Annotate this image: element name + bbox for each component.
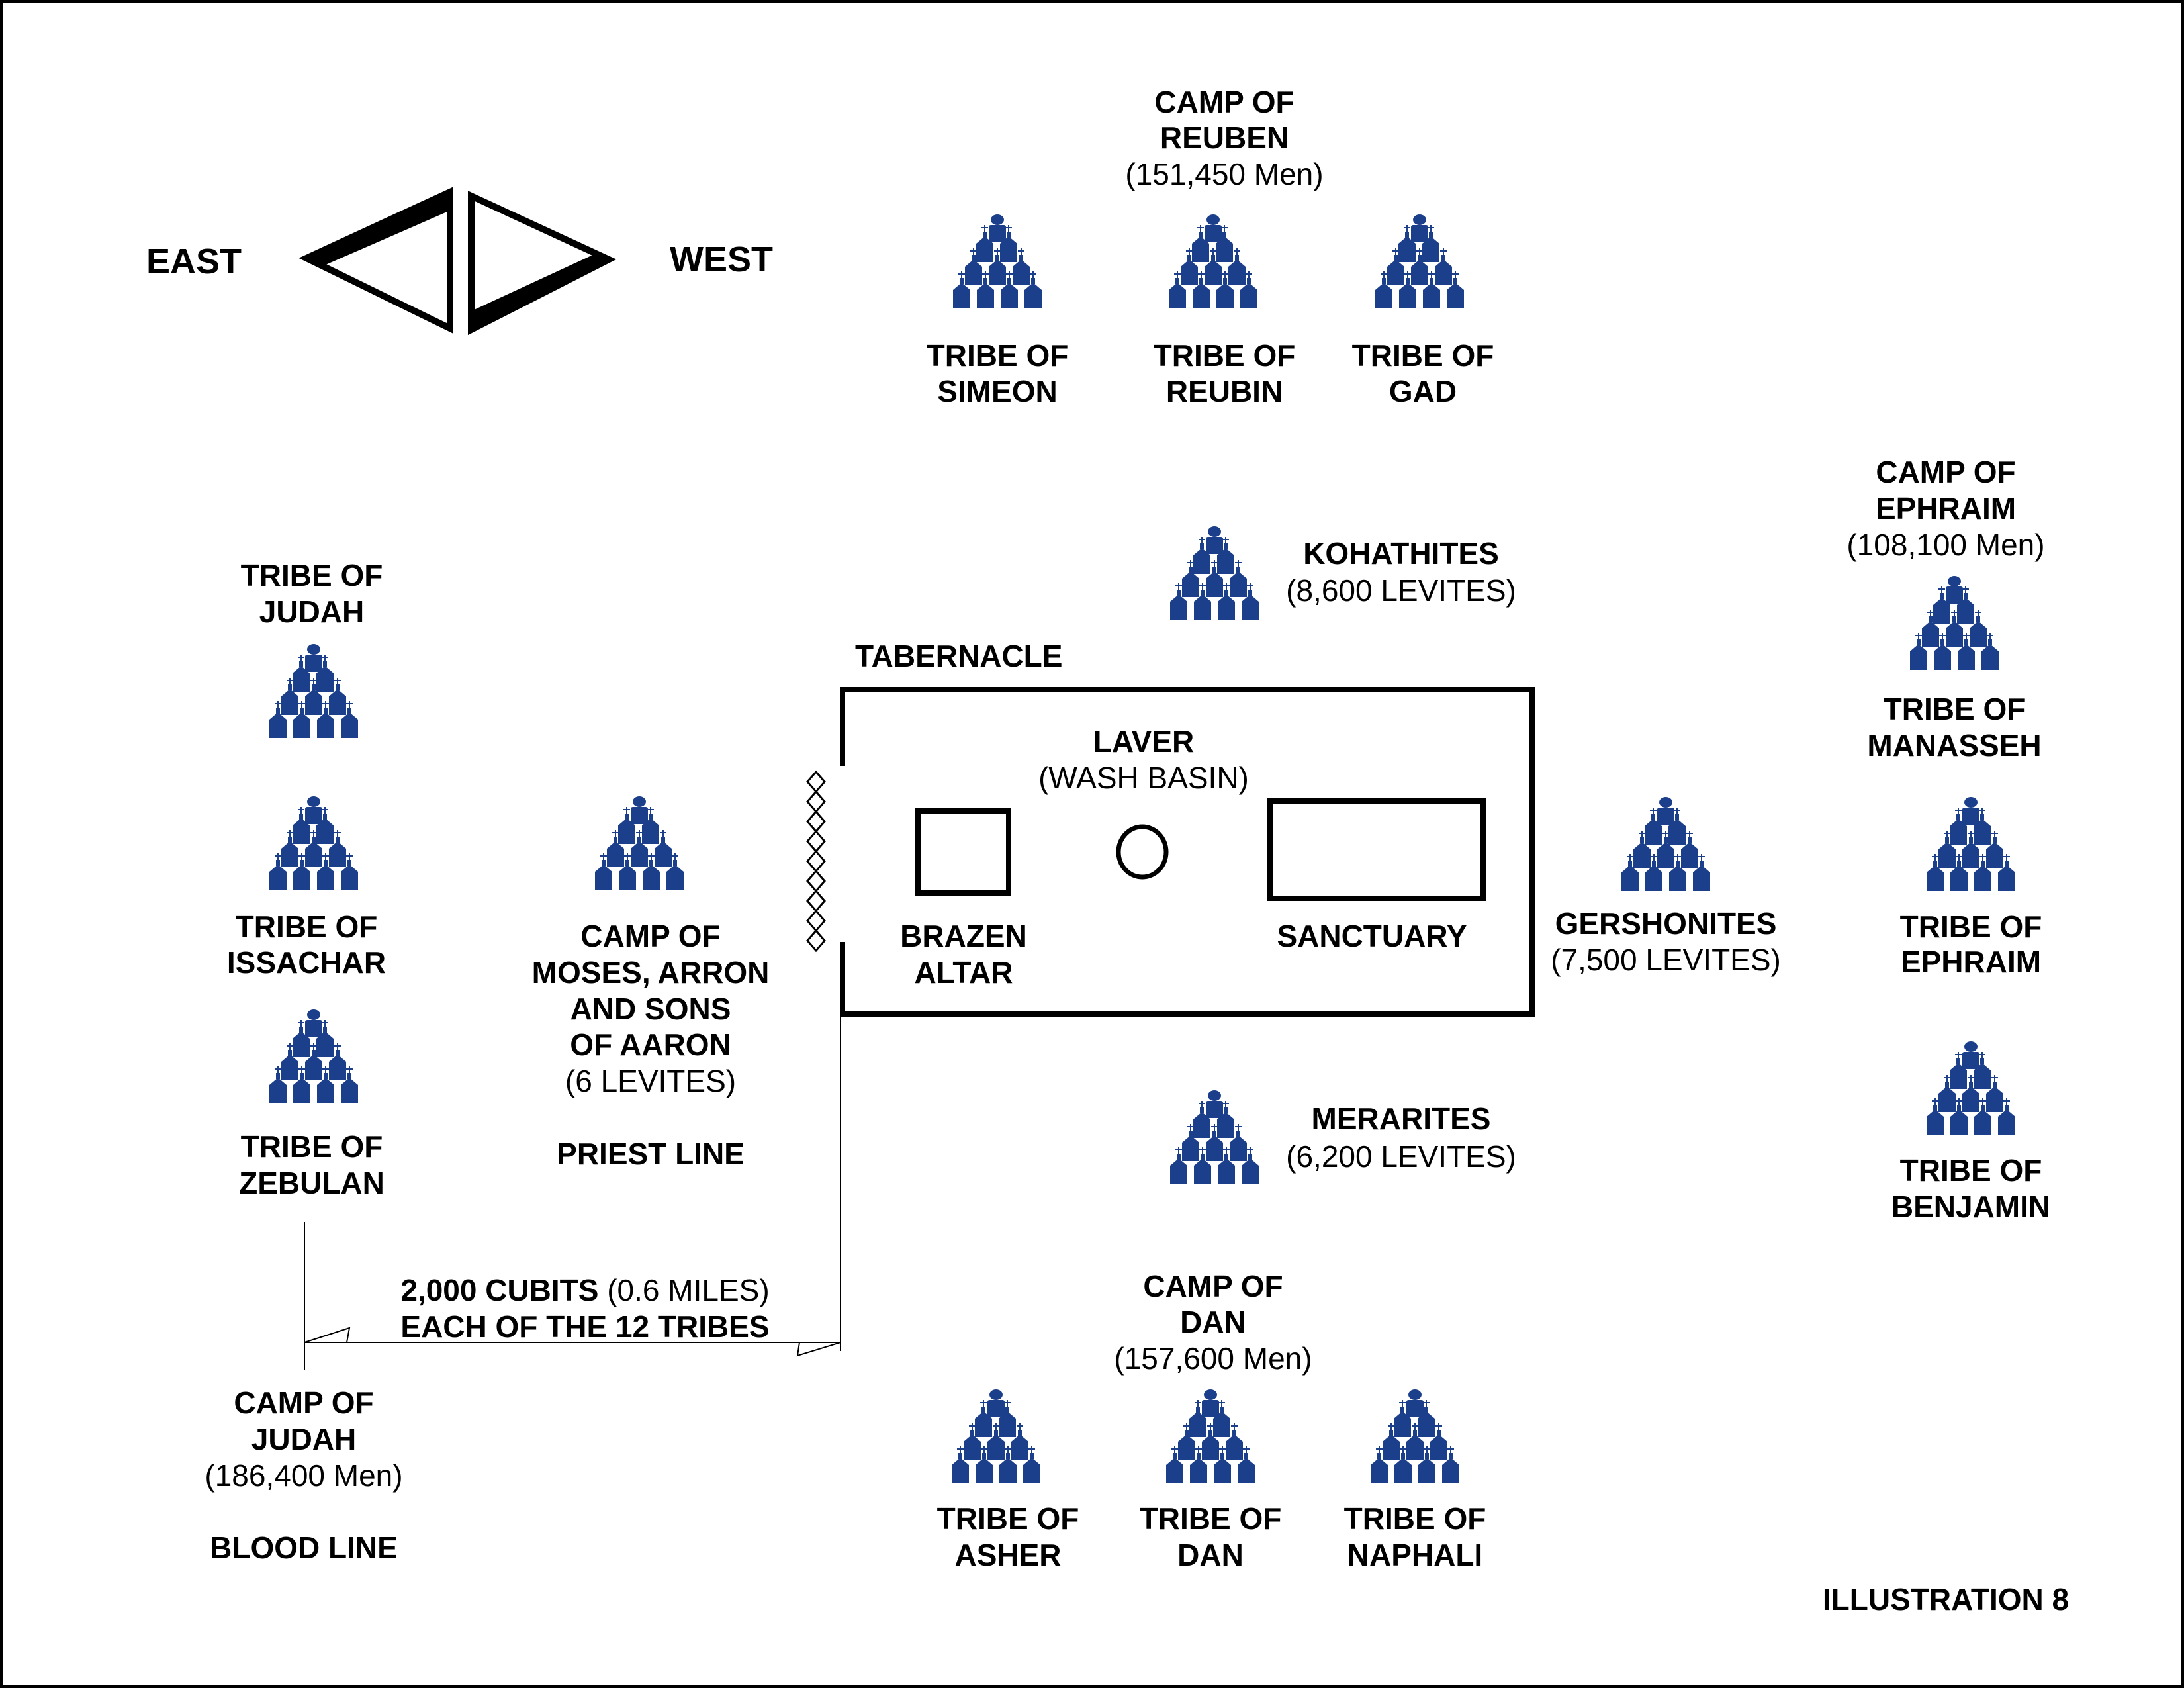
tribe-label: TRIBE OF <box>1884 694 2026 724</box>
camp-title: CAMP OF <box>1143 1271 1283 1301</box>
tribe-name: ZEBULAN <box>239 1168 385 1198</box>
tribe-name: REUBIN <box>1166 376 1283 406</box>
levite-count: (8,600 LEVITES) <box>1286 575 1516 606</box>
measurement-subtext: EACH OF THE 12 TRIBES <box>400 1311 769 1342</box>
camp-count: (151,450 Men) <box>1125 159 1323 189</box>
gate-diamond <box>807 931 825 951</box>
levite-encampment-icon <box>1165 1090 1264 1186</box>
measurement-miles: (0.6 MILES) <box>598 1273 769 1307</box>
camp-count: (186,400 Men) <box>205 1460 402 1491</box>
tribe-name: BENJAMIN <box>1891 1192 2050 1222</box>
measurement-text: 2,000 CUBITS (0.6 MILES) <box>400 1275 769 1305</box>
altar-label: BRAZEN <box>900 921 1027 951</box>
gate-diamond <box>807 772 825 792</box>
east-arrow-thick <box>306 192 450 265</box>
camp-count: (108,100 Men) <box>1846 530 2044 560</box>
tribe-name: MANASSEH <box>1867 730 2041 761</box>
camp-title: CAMP OF <box>1876 457 2015 487</box>
tribe-encampment-icon <box>264 796 363 892</box>
gate-diamond <box>807 831 825 851</box>
tribe-encampment-icon <box>1921 797 2021 892</box>
tribe-encampment-icon <box>1370 214 1469 310</box>
tribe-encampment-icon <box>1161 1389 1260 1485</box>
tribe-label: TRIBE OF <box>241 1131 383 1162</box>
tribe-encampment-icon <box>946 1389 1046 1485</box>
lineage-label: BLOOD LINE <box>210 1532 398 1563</box>
tribe-name: GAD <box>1389 376 1457 406</box>
tribe-label: TRIBE OF <box>1900 1155 2042 1186</box>
west-arrow-thick <box>471 254 609 330</box>
levite-name: MERARITES <box>1312 1103 1491 1134</box>
brazen-altar-shape <box>918 811 1009 893</box>
tribe-label: TRIBE OF <box>1900 912 2042 942</box>
tribe-encampment-icon <box>264 644 363 739</box>
laver-desc: (WASH BASIN) <box>1038 763 1249 793</box>
measure-arrow-right <box>797 1342 841 1356</box>
tribe-encampment-icon <box>264 1009 363 1105</box>
camp-title: CAMP OF <box>580 921 720 951</box>
gate-diamond <box>807 891 825 911</box>
camp-title: CAMP OF <box>1154 87 1294 117</box>
illustration-label: ILLUSTRATION 8 <box>1823 1584 2069 1615</box>
tribe-name: DAN <box>1177 1540 1244 1570</box>
camp-title: OF AARON <box>570 1029 731 1060</box>
gate-diamond <box>807 792 825 812</box>
camp-title: JUDAH <box>251 1424 356 1454</box>
east-label: EAST <box>146 244 242 279</box>
tribe-name: ISSACHAR <box>227 947 386 978</box>
camp-count: (157,600 Men) <box>1114 1343 1312 1374</box>
lineage-label: PRIEST LINE <box>557 1139 745 1169</box>
tribe-encampment-icon <box>1365 1389 1465 1485</box>
sanctuary-shape <box>1270 801 1483 898</box>
tribe-label: TRIBE OF <box>1154 340 1296 371</box>
priest-encampment-icon <box>590 796 689 892</box>
tribe-name: ASHER <box>954 1540 1061 1570</box>
levite-encampment-icon <box>1165 526 1264 622</box>
camp-title: DAN <box>1180 1307 1246 1337</box>
tribe-name: EPHRAIM <box>1901 947 2041 977</box>
altar-label: ALTAR <box>914 957 1013 988</box>
gate-diamond <box>807 812 825 831</box>
camp-title: MOSES, ARRON <box>532 957 770 988</box>
gate-icon <box>807 772 825 951</box>
laver-label: LAVER <box>1093 726 1195 757</box>
tribe-label: TRIBE OF <box>236 912 378 942</box>
tabernacle-label: TABERNACLE <box>855 641 1062 671</box>
camp-count: (6 LEVITES) <box>565 1066 736 1096</box>
tribe-encampment-icon <box>1163 214 1263 310</box>
sanctuary-label: SANCTUARY <box>1277 921 1467 951</box>
camp-title: AND SONS <box>570 994 731 1024</box>
laver-shape <box>1118 827 1166 877</box>
compass-icon <box>306 192 609 330</box>
west-label: WEST <box>670 242 773 277</box>
tribe-label: TRIBE OF <box>937 1503 1079 1534</box>
camp-title: CAMP OF <box>234 1387 373 1418</box>
measurement-distance: 2,000 CUBITS <box>400 1273 598 1307</box>
gate-diamond <box>807 911 825 931</box>
levite-name: GERSHONITES <box>1555 908 1777 939</box>
tribe-name: JUDAH <box>259 596 364 627</box>
camp-title: EPHRAIM <box>1876 493 2016 524</box>
tribe-encampment-icon <box>1905 576 2004 671</box>
tribe-encampment-icon <box>1921 1041 2021 1137</box>
tribe-label: TRIBE OF <box>1140 1503 1282 1534</box>
gate-diamond <box>807 871 825 891</box>
levite-count: (7,500 LEVITES) <box>1551 945 1781 975</box>
tribe-label: TRIBE OF <box>927 340 1069 371</box>
levite-name: KOHATHITES <box>1303 538 1499 569</box>
tribe-label: TRIBE OF <box>1352 340 1494 371</box>
levite-count: (6,200 LEVITES) <box>1286 1141 1516 1172</box>
measure-arrow-left <box>304 1328 349 1342</box>
gate-diamond <box>807 851 825 871</box>
tribe-name: NAPHALI <box>1347 1540 1482 1570</box>
camp-title: REUBEN <box>1160 122 1289 153</box>
tribe-encampment-icon <box>948 214 1047 310</box>
tribe-label: TRIBE OF <box>241 560 383 590</box>
levite-encampment-icon <box>1616 797 1715 892</box>
tribe-label: TRIBE OF <box>1344 1503 1486 1534</box>
tribe-name: SIMEON <box>937 376 1057 406</box>
